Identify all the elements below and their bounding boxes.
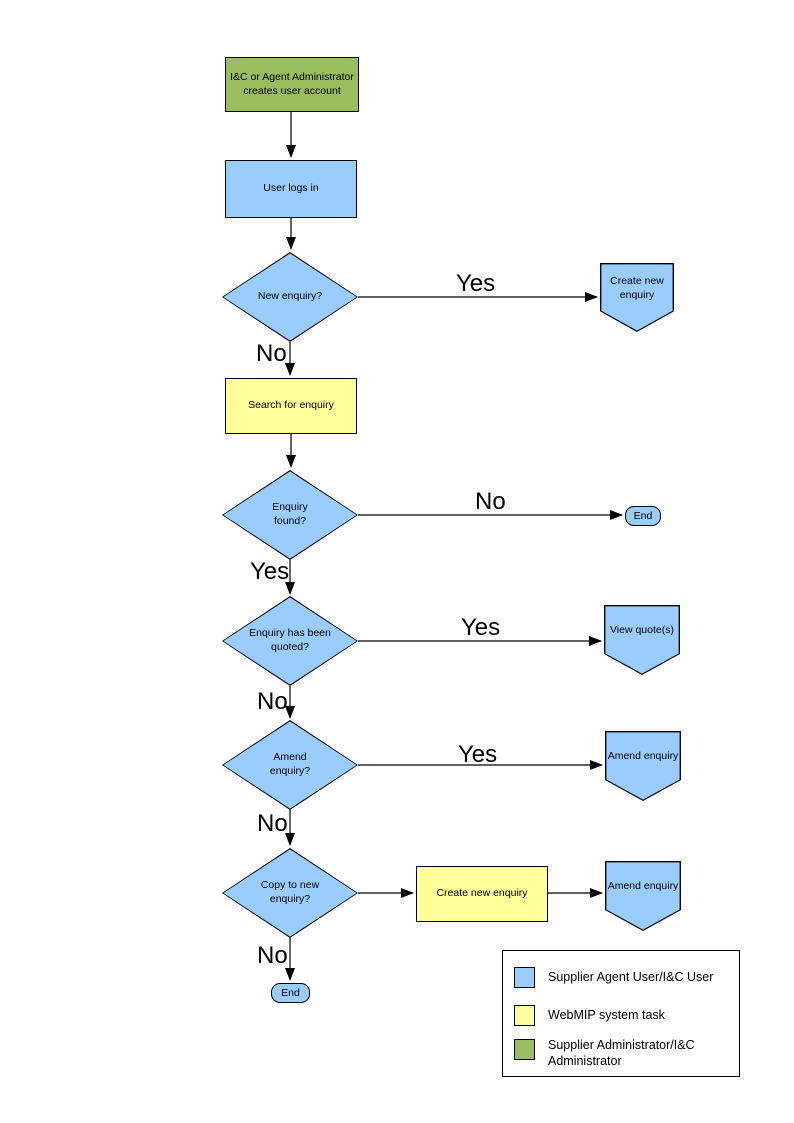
node-end-bottom: End	[271, 983, 310, 1003]
node-copy-to-new-enquiry-decision: Copy to new enquiry?	[222, 848, 358, 938]
node-create-new-enquiry-action: Create new enquiry	[600, 263, 674, 332]
node-enquiry-quoted-decision: Enquiry has been quoted?	[222, 596, 358, 686]
node-end-top: End	[625, 506, 661, 526]
node-amend-enquiry-action-2: Amend enquiry	[605, 861, 681, 931]
node-amend-enquiry-action-1: Amend enquiry	[605, 731, 681, 801]
node-admin-creates-account: I&C or Agent Administrator creates user …	[225, 57, 359, 112]
legend-label: WebMIP system task	[548, 1007, 665, 1022]
edge-label-no: No	[257, 688, 288, 715]
node-label: Create new enquiry	[610, 274, 664, 301]
legend: Supplier Agent User/I&C User WebMIP syst…	[502, 950, 740, 1077]
legend-item-admin: Supplier Administrator/I&C Administrator	[514, 1038, 733, 1069]
legend-swatch-system	[514, 1005, 535, 1026]
edge-label-no: No	[475, 488, 506, 515]
node-amend-enquiry-decision: Amend enquiry?	[222, 720, 358, 810]
node-enquiry-found-decision: Enquiry found?	[222, 470, 358, 560]
node-create-new-enquiry-task: Create new enquiry	[416, 866, 548, 922]
edge-label-yes: Yes	[461, 614, 501, 641]
legend-label: Supplier Agent User/I&C User	[548, 969, 714, 984]
node-label: New enquiry?	[257, 290, 323, 303]
edge-label-no: No	[257, 942, 288, 969]
node-label: Amend enquiry	[607, 880, 679, 893]
edge-label-no: No	[256, 340, 287, 367]
node-user-logs-in: User logs in	[225, 160, 357, 218]
node-label: Amend enquiry?	[269, 751, 311, 777]
node-label: I&C or Agent Administrator creates user …	[230, 71, 354, 97]
edge-label-yes: Yes	[458, 741, 498, 768]
node-label: End	[633, 510, 653, 522]
node-label: Create new enquiry	[436, 887, 528, 900]
legend-swatch-admin	[514, 1039, 535, 1060]
node-label: Amend enquiry	[607, 750, 679, 763]
edge-label-no: No	[257, 810, 288, 837]
node-label: Enquiry found?	[272, 501, 308, 527]
edge-label-yes: Yes	[456, 270, 496, 297]
legend-item-system: WebMIP system task	[514, 1005, 733, 1026]
legend-item-user: Supplier Agent User/I&C User	[514, 967, 733, 988]
node-label: View quote(s)	[609, 624, 674, 637]
node-view-quotes: View quote(s)	[604, 605, 680, 675]
node-label: End	[281, 987, 300, 999]
node-label: Search for enquiry	[248, 399, 334, 412]
node-label: Copy to new enquiry?	[260, 879, 320, 905]
node-search-for-enquiry: Search for enquiry	[225, 378, 357, 434]
legend-label: Supplier Administrator/I&C Administrator	[548, 1038, 695, 1068]
node-new-enquiry-decision: New enquiry?	[222, 252, 358, 342]
edge-label-yes: Yes	[250, 558, 290, 585]
legend-swatch-user	[514, 967, 535, 988]
node-label: User logs in	[263, 182, 319, 195]
node-label: Enquiry has been quoted?	[249, 627, 331, 653]
